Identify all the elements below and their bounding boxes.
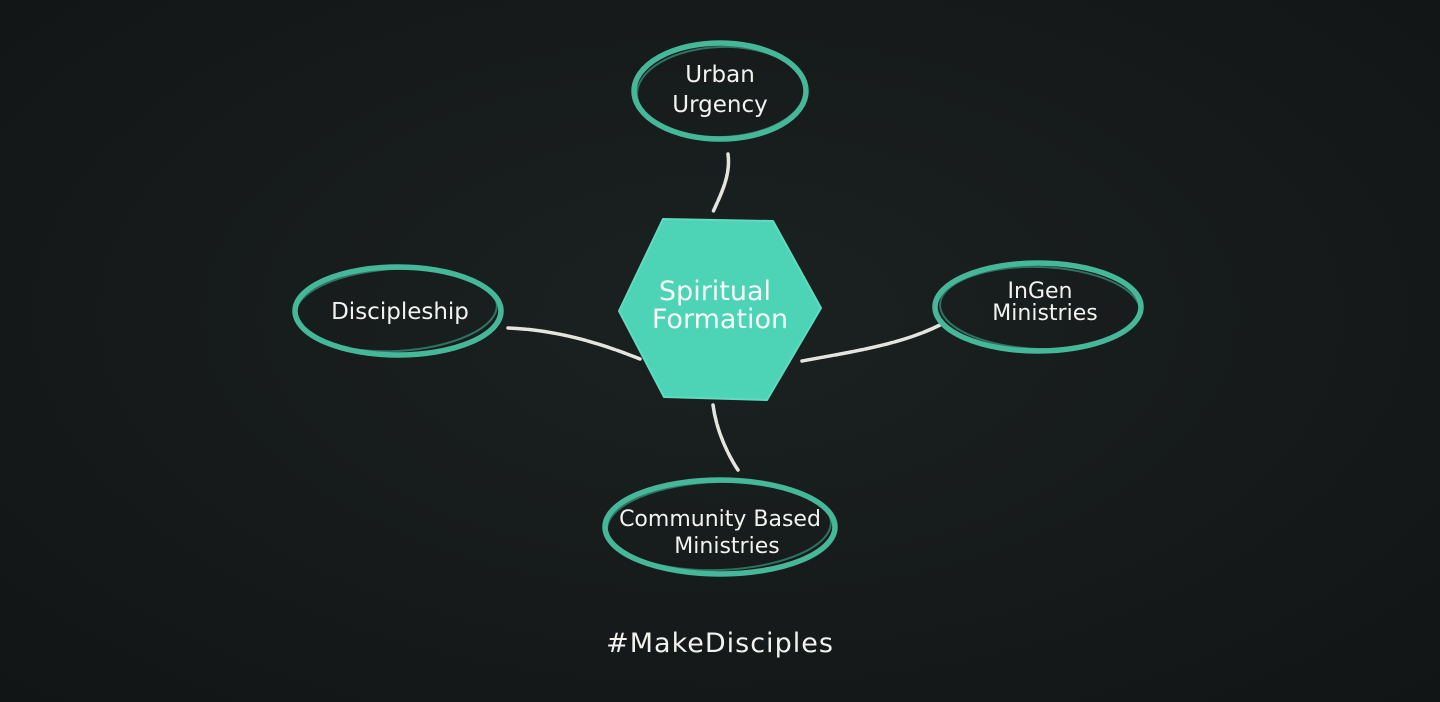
hub-hexagon [618, 218, 822, 401]
node-label-line1: Urban [685, 62, 755, 88]
node-ring-sketch [636, 45, 806, 139]
node-label-line2: Ministries [674, 534, 779, 559]
hashtag-footer: #MakeDisciples [606, 628, 834, 659]
node-urban-urgency: Urban Urgency [631, 40, 809, 142]
connector-top [711, 152, 731, 214]
connector-bottom [711, 403, 740, 472]
node-label-line1: Discipleship [331, 299, 469, 325]
node-label-line2: Ministries [992, 301, 1097, 326]
node-community-based-ministries: Community Based Ministries [602, 477, 838, 577]
node-discipleship: Discipleship [292, 264, 504, 358]
node-ring-sketch [606, 480, 832, 572]
node-label-line2: Urgency [672, 92, 767, 118]
node-label-line1: Community Based [619, 507, 821, 532]
node-ring [631, 40, 809, 142]
node-ring [932, 260, 1144, 354]
node-ingen-ministries: InGen Ministries [932, 260, 1144, 354]
node-ring-sketch [294, 267, 498, 353]
connector-right [800, 323, 942, 363]
node-ring-sketch [939, 265, 1141, 351]
hub-label-line1: Spiritual [659, 276, 771, 307]
connector-left [506, 326, 642, 361]
node-ring [602, 477, 838, 577]
node-label-line1: InGen [1008, 279, 1073, 304]
hub-spiritual-formation: Spiritual Formation [618, 218, 822, 401]
hub-label-line2: Formation [652, 304, 788, 335]
